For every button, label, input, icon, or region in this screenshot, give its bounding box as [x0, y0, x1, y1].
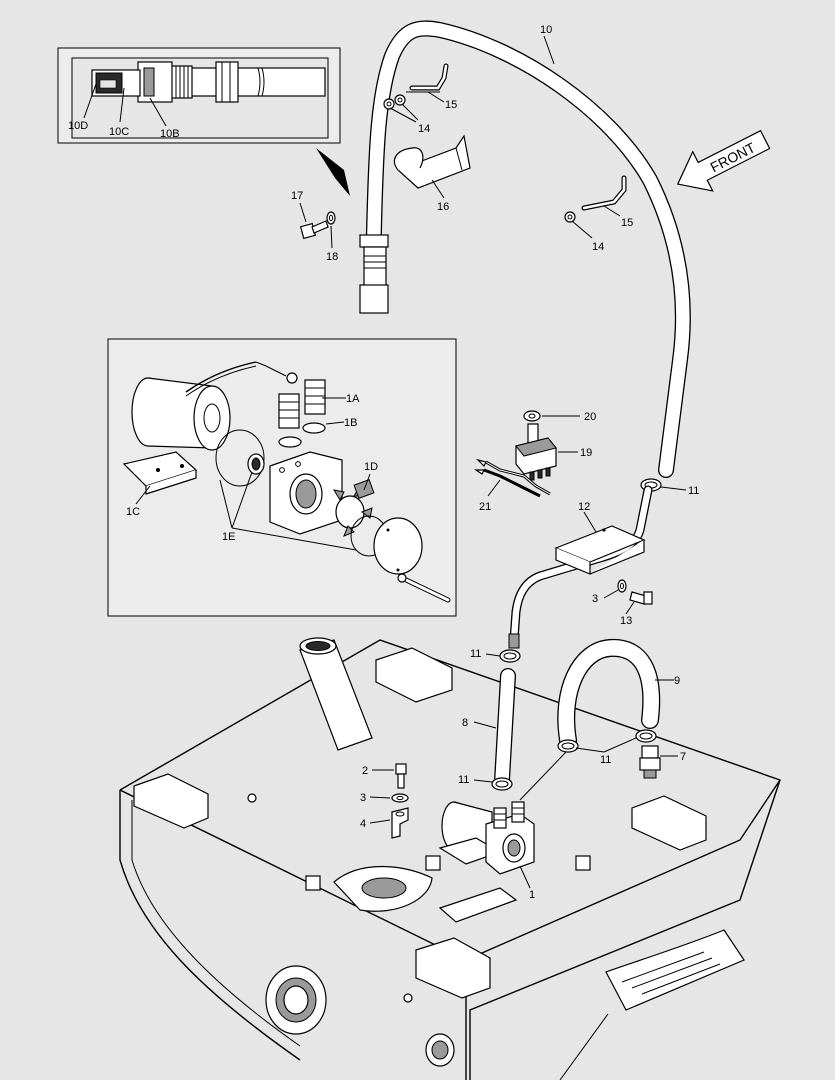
callout-1: 1	[529, 889, 535, 901]
impeller-1D	[332, 479, 375, 537]
inset-pointer-arrow	[316, 148, 350, 196]
pump-1	[438, 801, 535, 875]
callout-18: 18	[326, 251, 338, 263]
callout-14-upper: 14	[418, 123, 430, 135]
callout-15-upper: 15	[445, 99, 457, 111]
nut-14-lower	[564, 211, 576, 223]
washer-18	[326, 211, 336, 225]
callout-3-lower: 3	[360, 792, 366, 804]
hose-8	[494, 668, 516, 788]
pipe-assembly-12	[508, 485, 653, 649]
callout-10: 10	[540, 24, 552, 36]
callout-8: 8	[462, 717, 468, 729]
callout-1A: 1A	[346, 393, 360, 405]
callout-9: 9	[674, 675, 680, 687]
callout-2: 2	[362, 765, 368, 777]
callout-16: 16	[437, 201, 449, 213]
bracket-16	[393, 134, 471, 189]
clamp-11-lower-right	[557, 729, 657, 753]
bolt-17	[299, 220, 329, 240]
callout-13: 13	[620, 615, 632, 627]
callout-11-mid: 11	[470, 648, 481, 660]
clamp-11-mid	[499, 649, 521, 663]
callout-11-lower-right: 11	[600, 754, 611, 766]
washer-3-lower	[391, 793, 409, 803]
callout-1C: 1C	[126, 506, 140, 518]
callout-10C: 10C	[109, 126, 129, 138]
callout-7: 7	[680, 751, 686, 763]
fitting-7	[639, 745, 661, 779]
callout-4: 4	[360, 818, 366, 830]
wire-harness-21	[474, 458, 551, 498]
inset-pump-exploded	[107, 338, 457, 617]
inset-hose-connector	[57, 47, 341, 144]
front-arrow: FRONT	[676, 129, 771, 192]
callout-1E: 1E	[222, 531, 235, 543]
callout-10D: 10D	[68, 120, 88, 132]
callout-1D: 1D	[364, 461, 378, 473]
bracket-15-lower	[581, 175, 627, 211]
callout-15-lower: 15	[621, 217, 633, 229]
callout-11-pump: 11	[458, 774, 469, 786]
callout-3-upper: 3	[592, 593, 598, 605]
callout-11-upper: 11	[688, 485, 699, 497]
callout-20: 20	[584, 411, 596, 423]
nut-20	[523, 410, 541, 422]
callout-17: 17	[291, 190, 303, 202]
clamp-11-pump	[491, 777, 513, 791]
callout-19: 19	[580, 447, 592, 459]
hose-10	[359, 20, 691, 478]
switch-19	[515, 423, 557, 481]
callout-12: 12	[578, 501, 590, 513]
fuel-tank	[119, 637, 781, 1080]
callout-21: 21	[479, 501, 491, 513]
callout-1B: 1B	[344, 417, 357, 429]
callout-10B: 10B	[160, 128, 180, 140]
nuts-14-upper	[383, 94, 406, 110]
bolt-13	[629, 591, 653, 605]
washer-3-upper	[617, 579, 627, 593]
bracket-15-upper	[406, 63, 449, 93]
hose-9	[557, 638, 661, 749]
bolt-2	[395, 763, 407, 789]
bracket-4	[391, 807, 409, 839]
callout-14-lower: 14	[592, 241, 604, 253]
